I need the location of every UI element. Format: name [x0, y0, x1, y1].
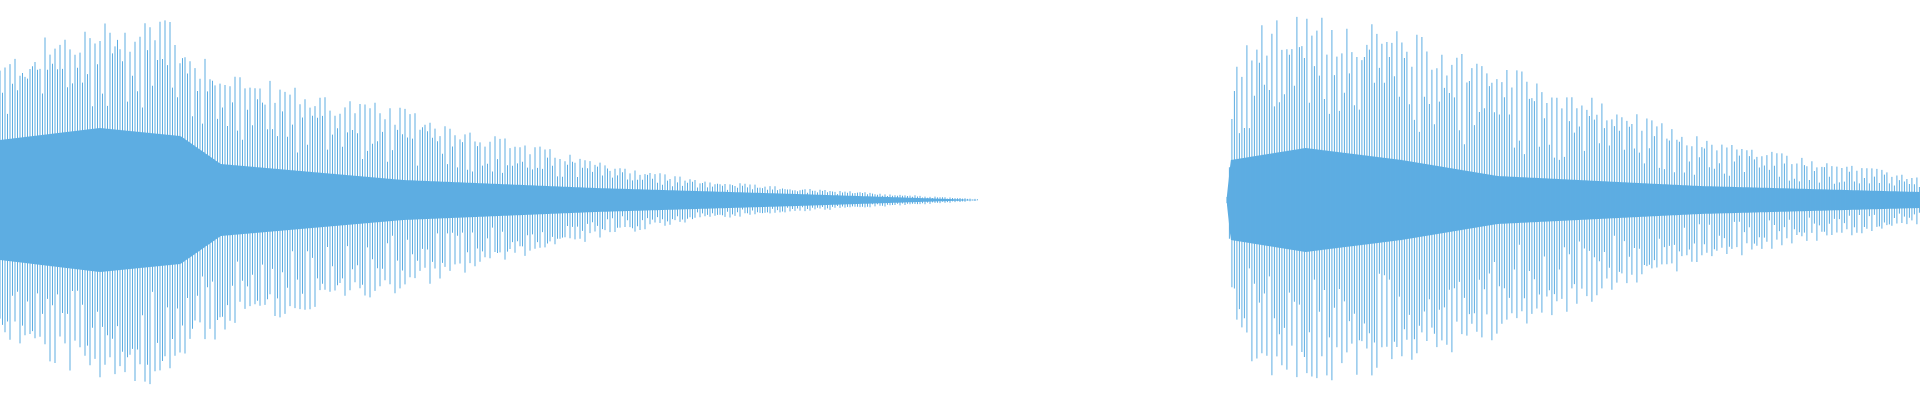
waveform-segments: [0, 16, 1920, 385]
waveform-peaks-2: [1226, 16, 1920, 381]
waveform-peaks-1: [0, 20, 978, 385]
waveform-core-2: [1226, 148, 1920, 252]
